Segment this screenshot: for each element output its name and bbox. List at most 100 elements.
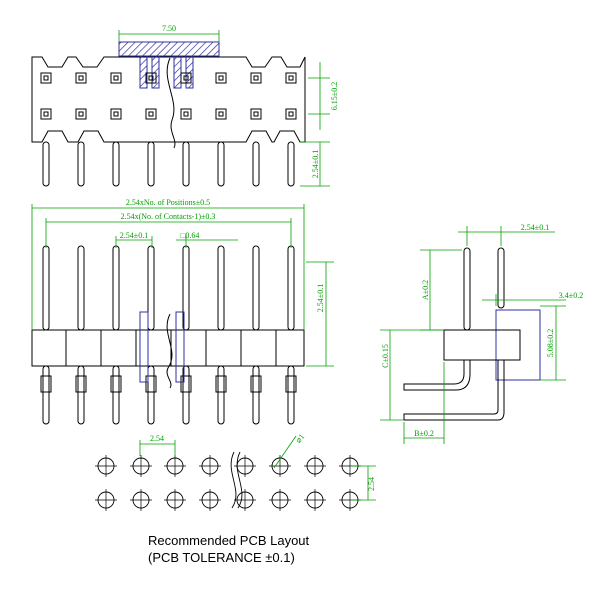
top-view-hatched-pin-2 (151, 55, 160, 89)
dim-side-height: 5.08±0.2 (546, 329, 555, 357)
top-view-pin-socket (180, 72, 192, 84)
front-view-pin-lower (42, 365, 50, 425)
top-view-pin-socket (285, 108, 297, 120)
top-view-pin-socket-inner (253, 75, 259, 81)
front-view-pin-lower (112, 365, 120, 425)
top-view-pin-socket-inner (183, 111, 189, 117)
top-view-hatched-pin-1 (139, 55, 148, 89)
top-view-pin-socket-inner (288, 75, 294, 81)
top-view-pin-socket (250, 72, 262, 84)
front-view-pin-collar (285, 375, 297, 393)
front-view-pin-collar (110, 375, 122, 393)
front-view-pin-lower (77, 365, 85, 425)
top-view-pin-socket (75, 72, 87, 84)
front-view-pin-lower (252, 365, 260, 425)
front-view-pin-collar (75, 375, 87, 393)
top-view (31, 41, 306, 187)
dim-front-height: 2.54±0.1 (316, 284, 325, 312)
front-view-pin-lower (147, 365, 155, 425)
top-view-pin-socket-inner (148, 111, 154, 117)
top-view-pin-socket-inner (218, 111, 224, 117)
front-view-pin-lower (217, 365, 225, 425)
dim-positions-length: 2.54xNo. of Positions±0.5 (126, 198, 210, 207)
front-view-pin-collar (145, 375, 157, 393)
top-view-pin-socket-inner (113, 75, 119, 81)
dim-contacts-length: 2.54x(No. of Contacts-1)±0.3 (121, 212, 216, 221)
front-view-pin-collar (215, 375, 227, 393)
top-view-pin-socket-inner (183, 75, 189, 81)
pcb-layout (95, 451, 361, 511)
side-view-housing-blue (495, 309, 541, 381)
dim-top-width: 7.50 (162, 24, 176, 33)
top-view-pin-socket (285, 72, 297, 84)
front-view-pin-lower (287, 365, 295, 425)
side-view (403, 247, 541, 421)
top-view-pin-socket (110, 108, 122, 120)
front-view-housing (31, 329, 305, 367)
dim-top-pitch: 2.54±0.1 (311, 150, 320, 178)
front-view-pin-collar (40, 375, 52, 393)
top-view-pin-socket-inner (148, 75, 154, 81)
top-view-hatched-section (118, 41, 220, 57)
top-view-pin (77, 141, 85, 187)
side-view-dimensions (380, 226, 566, 444)
dim-side-pitch: 2.54±0.1 (521, 223, 549, 232)
front-view-pin-collar (180, 375, 192, 393)
top-view-pin-socket-inner (43, 75, 49, 81)
top-view-pin-socket-inner (78, 111, 84, 117)
dim-side-c: C±0.15 (381, 344, 390, 368)
front-view-pin-upper (42, 245, 50, 331)
front-view-pin-upper (252, 245, 260, 331)
top-view-pin (182, 141, 190, 187)
front-view-break-line (166, 313, 173, 389)
front-view-pin-upper (77, 245, 85, 331)
pcb-break-line (230, 451, 237, 509)
top-view-pin-socket-inner (253, 111, 259, 117)
front-view-dimensions (31, 204, 334, 367)
top-view-pin-socket (40, 108, 52, 120)
pcb-layout-caption: Recommended PCB Layout (PCB TOLERANCE ±0… (148, 532, 309, 566)
side-view-housing (443, 329, 521, 361)
dim-pcb-pitch-y: 2.54 (367, 477, 376, 491)
top-view-pin-socket-inner (113, 111, 119, 117)
top-view-housing (31, 56, 306, 143)
front-view-pin-upper (217, 245, 225, 331)
top-view-pin-socket (145, 108, 157, 120)
top-view-pin (112, 141, 120, 187)
dim-pcb-hole: ⌀1 (294, 432, 307, 444)
side-view-bent-pin-1 (403, 360, 471, 391)
caption-title: Recommended PCB Layout (148, 533, 310, 548)
top-view-pin-socket (180, 108, 192, 120)
dim-side-a: A±0.2 (421, 280, 430, 300)
top-view-dimensions (118, 30, 330, 187)
front-view-highlight-left (139, 311, 149, 383)
top-view-pin-socket (145, 72, 157, 84)
top-view-pin-socket (215, 108, 227, 120)
top-view-pin-socket-inner (218, 75, 224, 81)
side-view-bent-pin-2 (403, 360, 505, 421)
caption-tolerance: (PCB TOLERANCE ±0.1) (148, 550, 295, 565)
front-view-pin-collar (250, 375, 262, 393)
front-view-pin-upper (287, 245, 295, 331)
top-view-pin-socket (250, 108, 262, 120)
top-view-pin-socket-inner (78, 75, 84, 81)
front-view-pin-upper (112, 245, 120, 331)
dim-front-pitch: 2.54±0.1 (120, 231, 148, 240)
top-view-pin-socket-inner (288, 111, 294, 117)
top-view-pin-socket (75, 108, 87, 120)
dim-side-offset: 3.4±0.2 (559, 291, 583, 300)
front-view-pin-upper (147, 245, 155, 331)
front-view-highlight-right (175, 311, 185, 383)
top-view-pin-socket (110, 72, 122, 84)
top-view-pin-socket-inner (43, 111, 49, 117)
top-view-break-line (166, 57, 176, 149)
pcb-break-line-2 (236, 451, 243, 509)
top-view-pin-socket (215, 72, 227, 84)
top-view-pin (217, 141, 225, 187)
side-view-pin-vertical-2 (497, 247, 505, 309)
front-view (31, 245, 305, 425)
top-view-pin (252, 141, 260, 187)
pcb-dimensions (139, 435, 376, 501)
dim-pcb-pitch-x: 2.54 (150, 434, 164, 443)
